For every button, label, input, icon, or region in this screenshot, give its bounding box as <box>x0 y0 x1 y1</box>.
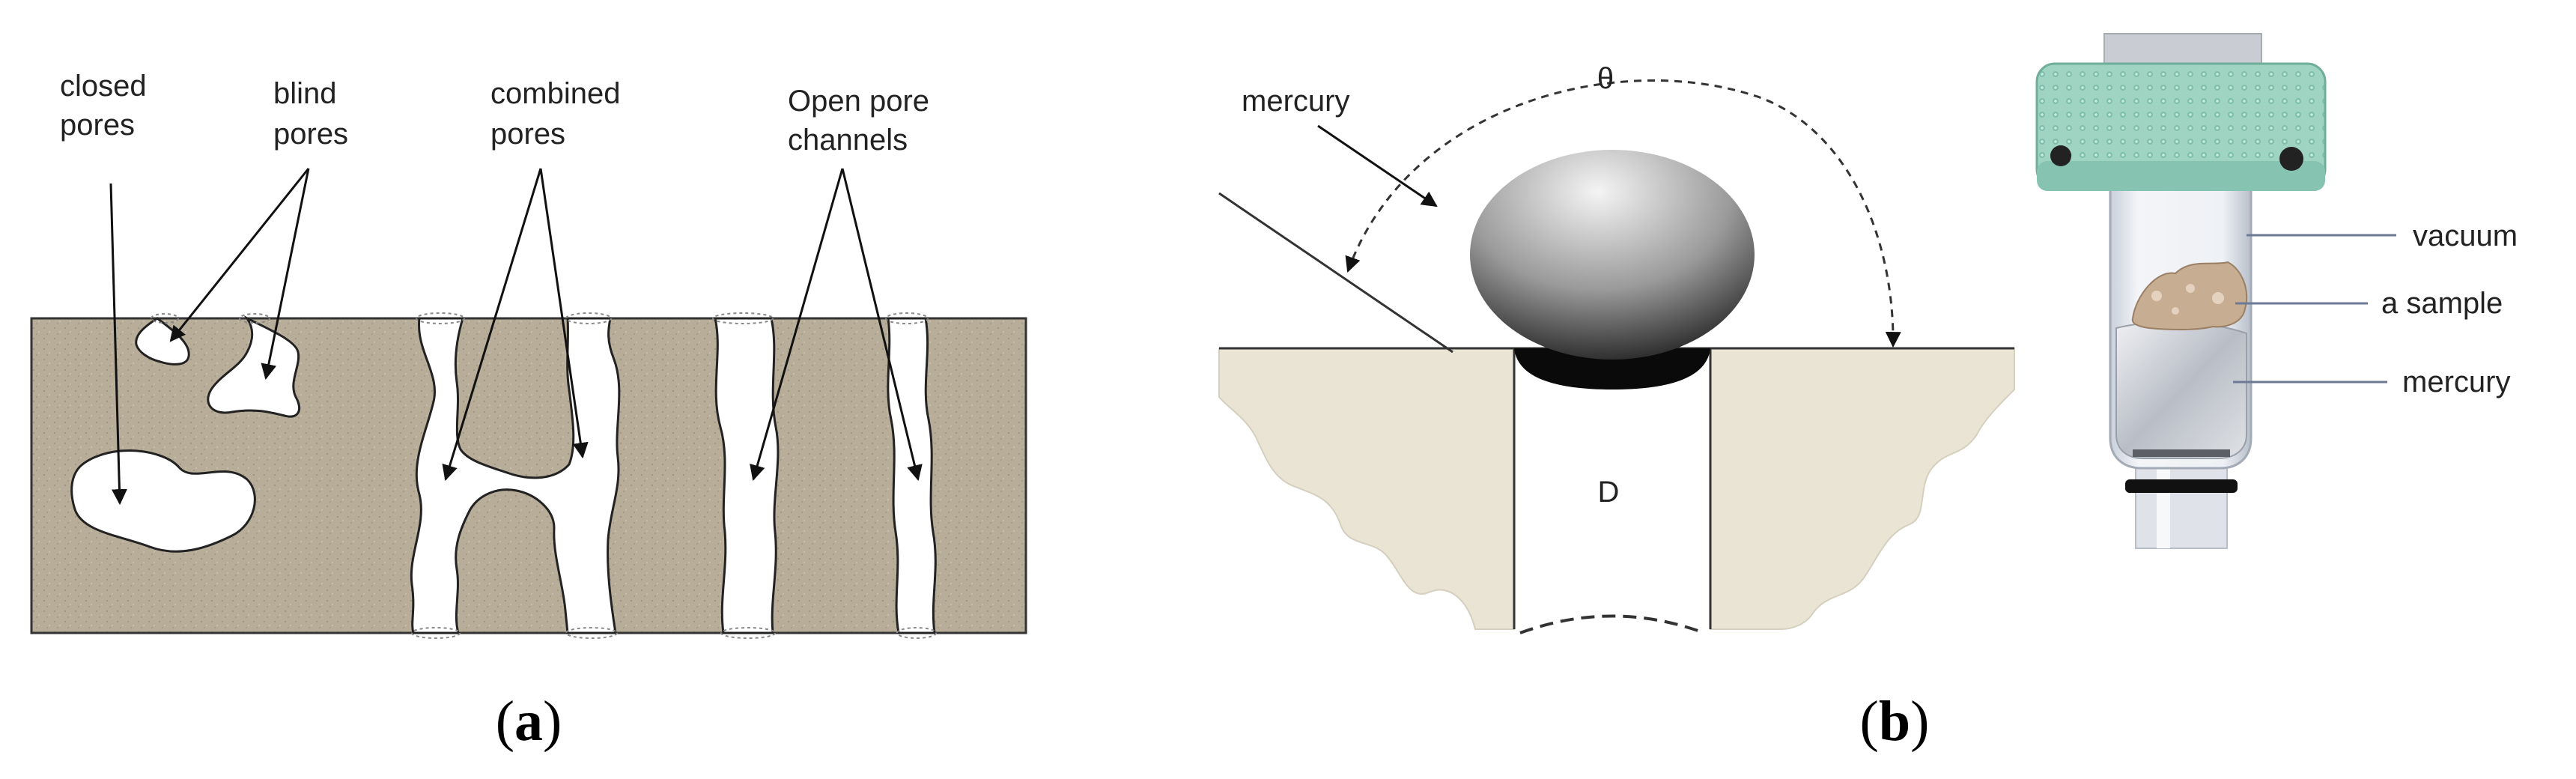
arrow-blind-pores-2 <box>261 168 310 381</box>
cap-hole-right <box>2279 147 2303 171</box>
caption-b: (b) <box>1860 690 1930 753</box>
open-pore-channel-1 <box>714 317 780 634</box>
arrow-open-channels-2 <box>841 168 923 482</box>
arrow-open-channels-1 <box>750 168 844 482</box>
panel-b-penetrometer: vacuum a sample mercury <box>2035 33 2518 549</box>
tangent-line <box>1218 192 1453 354</box>
label-mercury-drop: mercury <box>1242 85 1349 118</box>
mercury-meniscus <box>1514 348 1710 390</box>
arrow-closed-pores <box>109 183 127 506</box>
mercury-drop <box>1470 150 1755 360</box>
contact-angle-arc <box>1345 79 1901 348</box>
label-vacuum: vacuum <box>2413 219 2518 252</box>
label-open-pore-channels: Open pore channels <box>788 85 938 157</box>
penetrometer-stem <box>2135 464 2228 549</box>
label-combined-pores: combined pores <box>490 77 629 151</box>
label-mercury-cell: mercury <box>2402 366 2510 398</box>
arrow-blind-pores-1 <box>169 168 310 342</box>
blind-pore-large <box>207 315 300 418</box>
substrate-right <box>1710 348 2015 630</box>
cap-hole-left <box>2050 145 2071 166</box>
closed-pore <box>70 449 256 553</box>
arrow-mercury-drop <box>1317 124 1438 207</box>
arrow-combined-pores-2 <box>539 168 589 459</box>
label-closed-pores: closed pores <box>60 70 155 142</box>
capillary-bottom <box>1519 614 1705 634</box>
arrow-combined-pores-1 <box>442 168 542 482</box>
substrate-left <box>1218 348 1515 630</box>
label-sample: a sample <box>2381 287 2503 320</box>
label-diameter: D <box>1598 476 1620 509</box>
mercury-in-cell <box>2115 321 2247 459</box>
sample-lump <box>2131 261 2248 330</box>
pore-openings <box>151 312 937 639</box>
base-ring <box>2125 479 2238 493</box>
combined-pore-channel <box>410 317 621 634</box>
caption-a: (a) <box>496 690 562 753</box>
top-rod <box>2103 33 2262 64</box>
label-theta: θ <box>1597 62 1614 95</box>
panel-b-contact-angle: θ mercury D <box>1218 62 2015 634</box>
label-blind-pores: blind pores <box>273 77 348 151</box>
panel-a: closed pores blind pores combined pores … <box>30 70 1027 753</box>
